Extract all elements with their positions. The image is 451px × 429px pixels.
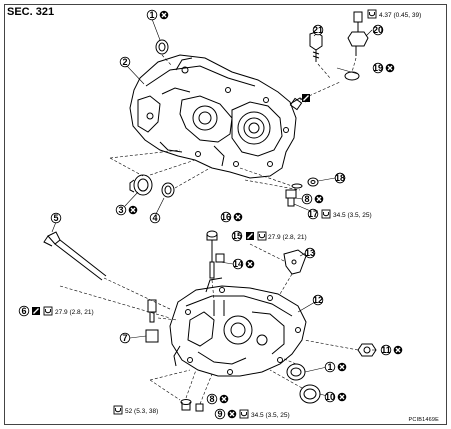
callout-17: 17 34.5 (3.5, 25): [307, 208, 372, 220]
callout-18: 18: [334, 172, 346, 184]
svg-text:27.9 (2.8, 21): 27.9 (2.8, 21): [55, 309, 94, 316]
svg-text:9: 9: [217, 409, 222, 419]
torque-wrench-icon: [113, 405, 123, 415]
sealant-icon: [31, 306, 41, 316]
drain-plug-lower: [180, 399, 204, 412]
discard-x-icon: [233, 212, 243, 222]
svg-text:10: 10: [325, 392, 335, 402]
torque-wrench-icon: [239, 409, 249, 419]
svg-text:34.5 (3.5, 25): 34.5 (3.5, 25): [251, 412, 290, 419]
diagram-frame: [4, 4, 447, 425]
torque-wrench-icon: [367, 9, 377, 19]
callout-21: 21: [312, 24, 324, 36]
svg-text:6: 6: [21, 306, 26, 316]
torque-spec-left: 27.9 (2.8, 21): [31, 306, 94, 316]
pointer-lines: [51, 18, 376, 397]
discard-x-icon: [314, 194, 324, 204]
svg-text:8: 8: [209, 394, 214, 404]
svg-text:20: 20: [373, 25, 383, 35]
svg-text:17: 17: [308, 209, 318, 219]
callout-5: 5: [50, 212, 62, 224]
callout-12: 12: [312, 294, 324, 306]
svg-text:8: 8: [304, 194, 309, 204]
discard-x-icon: [219, 394, 229, 404]
callout-3: 3: [115, 204, 138, 216]
oil-seal-side: [299, 384, 321, 404]
svg-text:27.9 (2.8, 21): 27.9 (2.8, 21): [268, 234, 307, 241]
svg-text:15: 15: [232, 231, 242, 241]
torque-wrench-icon: [321, 209, 331, 219]
discard-x-icon: [245, 259, 255, 269]
section-title: SEC. 321: [7, 6, 55, 18]
leader-lines-upper: [109, 54, 357, 191]
shift-rod: [43, 231, 107, 281]
callout-1-lower: 1: [324, 361, 347, 373]
discard-x-icon: [385, 63, 395, 73]
torque-spec-bottom-left: 52 (5.3, 38): [113, 405, 158, 415]
discard-x-icon: [159, 10, 169, 20]
svg-text:1: 1: [149, 10, 154, 20]
svg-text:7: 7: [122, 333, 127, 343]
position-switch: [145, 299, 159, 343]
callout-6: 6: [18, 305, 30, 317]
torque-spec-top: 4.37 (0.45, 39): [367, 9, 421, 19]
sealant-icon: [301, 93, 311, 103]
callout-16: 16: [220, 211, 243, 223]
svg-text:11: 11: [381, 345, 391, 355]
svg-text:3: 3: [118, 205, 123, 215]
discard-x-icon: [128, 205, 138, 215]
callout-2: 2: [119, 56, 131, 68]
callout-14: 14: [232, 258, 255, 270]
callout-19: 19: [372, 62, 395, 74]
torque-wrench-icon: [257, 231, 267, 241]
callout-11-upper: 13: [304, 247, 316, 259]
figure-code: PCIB1469E: [408, 417, 439, 423]
oil-seal-top: [155, 39, 169, 55]
svg-text:21: 21: [313, 25, 323, 35]
svg-text:5: 5: [53, 213, 58, 223]
svg-text:13: 13: [305, 248, 315, 258]
svg-text:18: 18: [335, 173, 345, 183]
callout-11-lower: 11: [380, 344, 403, 356]
svg-text:1: 1: [327, 362, 332, 372]
svg-text:4: 4: [152, 213, 157, 223]
callout-10-lower: 10: [324, 391, 347, 403]
callout-15: 15 27.9 (2.8, 21): [231, 230, 307, 242]
mounting-bracket: [283, 249, 307, 275]
callout-8-upper: 8: [301, 193, 324, 205]
drain-plug-upper: [285, 177, 319, 207]
breather-assembly: [309, 11, 369, 81]
discard-x-icon: [393, 345, 403, 355]
svg-text:12: 12: [313, 295, 323, 305]
callout-1-top: 1: [146, 9, 169, 21]
torque-spec-bottom-right: 34.5 (3.5, 25): [239, 409, 290, 419]
svg-text:19: 19: [373, 63, 383, 73]
oil-seal-left: [129, 174, 153, 196]
shift-shaft: [206, 230, 225, 279]
callout-8-lower: 8: [206, 393, 229, 405]
discard-x-icon: [337, 362, 347, 372]
svg-text:4.37 (0.45, 39): 4.37 (0.45, 39): [379, 12, 421, 19]
callout-7: 7: [119, 332, 131, 344]
callout-4: 4: [149, 212, 161, 224]
leader-lines-lower: [59, 243, 359, 405]
torque-wrench-icon: [43, 306, 53, 316]
svg-text:52 (5.3, 38): 52 (5.3, 38): [125, 408, 158, 415]
clutch-housing: [169, 277, 307, 377]
transmission-case: [129, 54, 307, 179]
callout-20: 20: [372, 24, 384, 36]
oil-seal-lower: [286, 363, 306, 381]
svg-text:14: 14: [233, 259, 243, 269]
svg-text:2: 2: [122, 57, 127, 67]
discard-x-icon: [227, 409, 237, 419]
bushing: [161, 182, 175, 198]
svg-text:34.5 (3.5, 25): 34.5 (3.5, 25): [333, 212, 372, 219]
svg-text:16: 16: [221, 212, 231, 222]
discard-x-icon: [337, 392, 347, 402]
callout-9: 9: [214, 408, 237, 420]
sealant-icon: [245, 231, 255, 241]
